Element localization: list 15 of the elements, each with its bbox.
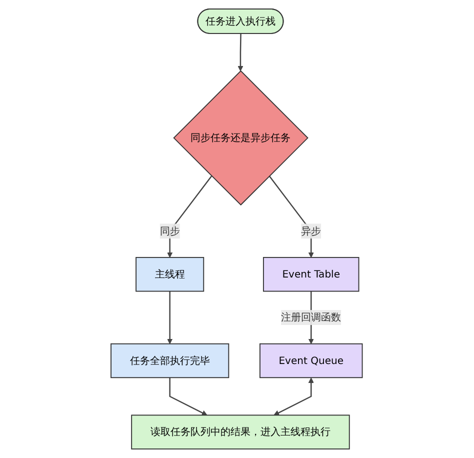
node-diamond: 同步任务还是异步任务	[174, 70, 309, 206]
arrow	[274, 378, 314, 416]
arrow	[269, 176, 314, 258]
arrow	[170, 378, 208, 416]
node-box: Event Queue	[260, 343, 364, 378]
arrow	[238, 34, 244, 72]
edge-label: 注册回调函数	[281, 311, 342, 324]
node-box: Event Table	[263, 257, 360, 292]
node-box: 读取任务队列中的结果，进入主线程执行	[131, 414, 350, 450]
arrow	[167, 176, 212, 258]
node-box: 主线程	[136, 257, 204, 292]
arrow	[167, 291, 173, 344]
node-box: 任务全部执行完毕	[110, 343, 230, 378]
edge-label: 异步	[301, 224, 322, 237]
edge-label: 同步	[160, 224, 180, 237]
